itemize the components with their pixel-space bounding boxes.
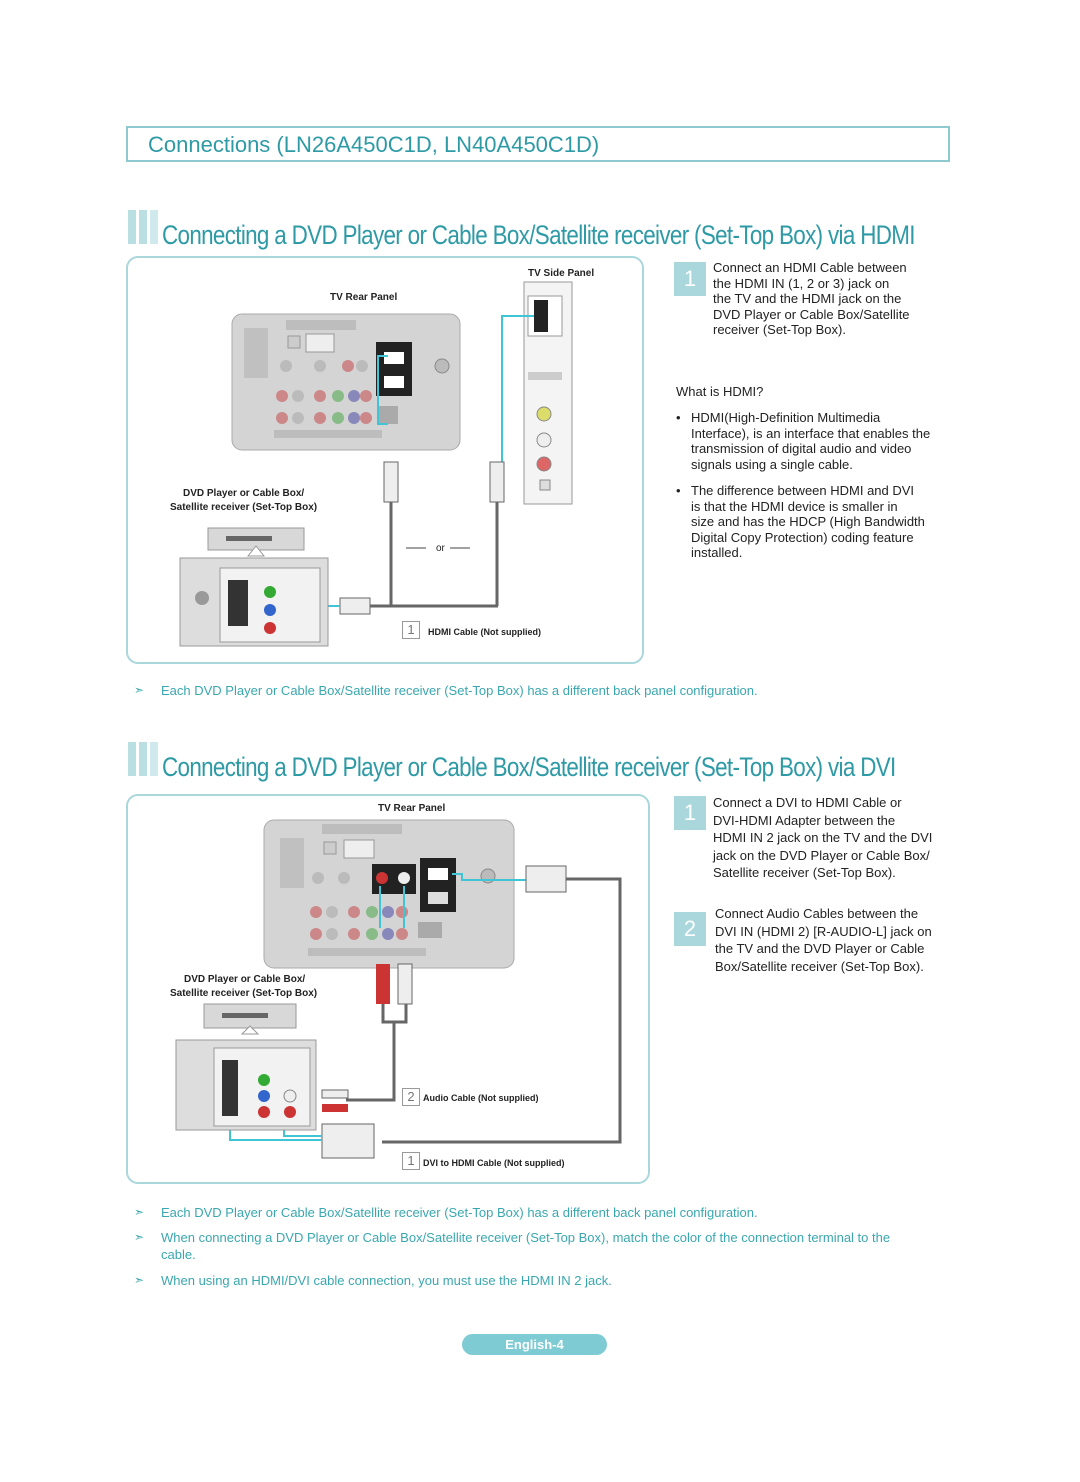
device-label-line2: Satellite receiver (Set-Top Box) [170, 502, 318, 513]
device-label-line1: DVD Player or Cable Box/ [183, 488, 305, 499]
s2-step1-text: Connect a DVI to HDMI Cable or DVI-HDMI … [713, 795, 933, 880]
or-label: or [436, 543, 445, 554]
audio-cable-label: Audio Cable (Not supplied) [423, 1093, 539, 1103]
s2-note-2: ➣ When connecting a DVD Player or Cable … [134, 1230, 891, 1262]
page-number-badge: English-4 [462, 1334, 607, 1355]
hdmi-cable-number: 1 [402, 621, 420, 639]
s2-step2-text: Connect Audio Cables between the DVI IN … [715, 906, 932, 974]
s2-note-1: ➣ Each DVD Player or Cable Box/Satellite… [134, 1205, 758, 1220]
connections-title: Connections (LN26A450C1D, LN40A450C1D) [148, 132, 600, 157]
dvi-cable-label: DVI to HDMI Cable (Not supplied) [423, 1158, 565, 1168]
s2-step1-number: 1 [674, 796, 706, 830]
dvi-connection-illustration [175, 819, 622, 1159]
tv-side-panel-label: TV Side Panel [528, 268, 595, 279]
hdmi-bullet-2: • The difference between HDMI and DVI is… [676, 483, 925, 560]
note-arrow-icon: ➣ [134, 1230, 145, 1244]
s2-note-3: ➣ When using an HDMI/DVI cable connectio… [134, 1273, 612, 1288]
s1-step-number: 1 [674, 262, 706, 296]
s2-device-label-line2: Satellite receiver (Set-Top Box) [170, 988, 318, 999]
hdmi-bullet-1: • HDMI(High-Definition Multimedia Interf… [676, 410, 931, 472]
what-is-hdmi: What is HDMI? [676, 384, 764, 399]
hdmi-cable-label: HDMI Cable (Not supplied) [428, 627, 541, 637]
audio-cable-number: 2 [402, 1088, 420, 1106]
connections-header-box: Connections (LN26A450C1D, LN40A450C1D) [126, 126, 950, 162]
s1-note: ➣ Each DVD Player or Cable Box/Satellite… [134, 683, 758, 698]
s2-tv-rear-panel-label: TV Rear Panel [378, 803, 446, 814]
section2-title: Connecting a DVD Player or Cable Box/Sat… [162, 752, 896, 782]
hdmi-connection-illustration [179, 281, 573, 647]
note-arrow-icon: ➣ [134, 1273, 145, 1287]
tv-rear-panel-label: TV Rear Panel [330, 292, 398, 303]
dvi-cable-number: 1 [402, 1152, 420, 1170]
note-arrow-icon: ➣ [134, 1205, 145, 1219]
s2-step2-number: 2 [674, 912, 706, 946]
note-arrow-icon: ➣ [134, 683, 145, 697]
s2-device-label-line1: DVD Player or Cable Box/ [184, 974, 306, 985]
section1-title: Connecting a DVD Player or Cable Box/Sat… [162, 220, 915, 250]
s1-step-text: Connect an HDMI Cable between the HDMI I… [713, 260, 910, 337]
